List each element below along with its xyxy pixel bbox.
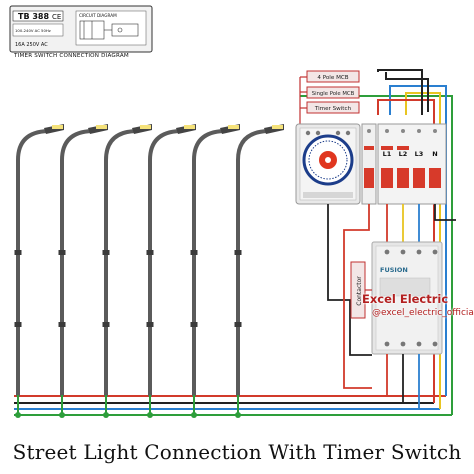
- pole-collar: [102, 322, 110, 327]
- contactor: FUSION Contactor: [350, 241, 443, 355]
- timer-switch: [295, 123, 361, 205]
- timer-to-contactor: [327, 204, 372, 356]
- lamp-glow: [52, 125, 63, 129]
- lamp-glow: [228, 125, 239, 129]
- street-light-pole: [190, 124, 240, 418]
- lamp-glow: [184, 125, 195, 129]
- mini-circuit-icon: [79, 20, 139, 40]
- contactor-output-wires: [386, 354, 420, 409]
- pole-collar: [14, 322, 22, 327]
- watermark-handle: @excel_electric_official: [372, 308, 474, 318]
- terminal-l1: L1: [383, 150, 392, 158]
- diagram-title: Street Light Connection With Timer Switc…: [12, 440, 462, 464]
- spec-box: TB 388 CE 100-240V AC 50Hz 16A 250V AC C…: [9, 5, 153, 53]
- mcb-to-contactor-wires: [327, 204, 456, 389]
- terminal-l3: L3: [415, 150, 424, 158]
- lamp-glow: [272, 125, 283, 129]
- device-label-stack: 4 Pole MCB Single Pole MCB Timer Switch: [299, 70, 360, 130]
- lamp-glow: [96, 125, 107, 129]
- feeder-extra: [377, 69, 423, 115]
- ce-mark: CE: [52, 13, 61, 21]
- label-single-pole-mcb: Single Pole MCB: [312, 91, 355, 97]
- single-pole-mcb: [361, 123, 377, 205]
- pole-collar: [190, 322, 198, 327]
- pole-collar: [14, 250, 22, 255]
- contactor-brand: FUSION: [380, 266, 408, 274]
- street-light-pole: [102, 124, 152, 418]
- pole-collar: [58, 250, 66, 255]
- terminal-n: N: [432, 150, 437, 158]
- pole-collar: [58, 322, 66, 327]
- label-contactor: Contactor: [356, 276, 363, 306]
- street-light-poles: [14, 124, 284, 418]
- spec-rating: 16A 250V AC: [15, 42, 48, 48]
- watermark-brand: Excel Electric: [362, 292, 449, 306]
- street-light-pole: [58, 124, 108, 418]
- pole-collar: [146, 250, 154, 255]
- feeder-neutral: [385, 72, 429, 112]
- mcb-block: L1 L2 L3 N: [361, 123, 447, 205]
- four-pole-mcb: [377, 123, 447, 205]
- bottom-wire-bundle: [14, 395, 452, 416]
- circuit-title: CIRCUIT DIAGRAM: [79, 13, 117, 18]
- label-timer-switch: Timer Switch: [314, 106, 352, 112]
- terminal-l2: L2: [399, 150, 408, 158]
- spec-caption: TIMER SWITCH CONNECTION DIAGRAM: [14, 53, 129, 59]
- pole-collar: [234, 322, 242, 327]
- street-light-pole: [14, 124, 64, 418]
- pole-collar: [146, 322, 154, 327]
- label-4-pole-mcb: 4 Pole MCB: [317, 75, 348, 81]
- pole-collar: [190, 250, 198, 255]
- lamp-glow: [140, 125, 151, 129]
- spec-model: TB 388: [18, 12, 49, 21]
- spec-voltage: 100-240V AC 50Hz: [15, 28, 51, 33]
- pole-collar: [102, 250, 110, 255]
- street-light-pole: [146, 124, 196, 418]
- pole-collar: [234, 250, 242, 255]
- street-light-pole: [234, 124, 284, 418]
